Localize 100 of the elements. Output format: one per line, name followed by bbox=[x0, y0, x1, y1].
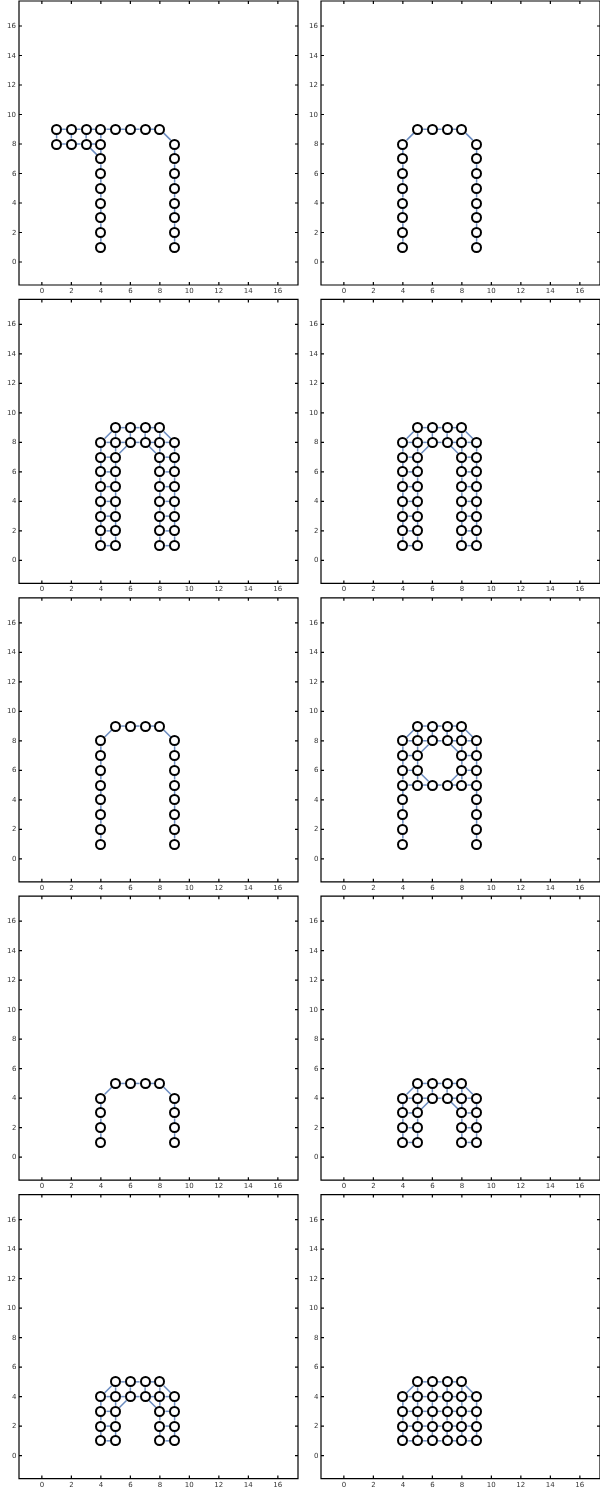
graph-vertex bbox=[412, 540, 424, 552]
edge-line bbox=[135, 725, 141, 727]
edge-line bbox=[120, 725, 126, 727]
edge-line bbox=[114, 520, 117, 527]
edge-line bbox=[61, 143, 67, 145]
edge-line bbox=[114, 432, 117, 438]
edge-line bbox=[163, 1385, 172, 1394]
edge-line bbox=[100, 148, 102, 154]
edge-line bbox=[118, 1399, 128, 1409]
edge-line bbox=[416, 775, 419, 781]
edge-line bbox=[114, 1416, 117, 1422]
edge-line bbox=[475, 222, 478, 228]
edge-line bbox=[402, 760, 404, 766]
edge-line bbox=[407, 500, 413, 503]
edge-line bbox=[407, 485, 413, 488]
edge-line bbox=[461, 1088, 463, 1094]
edge-line bbox=[402, 1401, 404, 1407]
edge-line bbox=[173, 834, 176, 840]
graph-vertex bbox=[110, 1435, 122, 1447]
graph-vertex bbox=[154, 1420, 166, 1432]
graph-vertex bbox=[95, 779, 107, 791]
graph-vertex bbox=[426, 1092, 438, 1104]
graph-vertex bbox=[397, 750, 409, 762]
edge-line bbox=[466, 1097, 472, 1099]
edge-line bbox=[416, 535, 419, 541]
edge-line bbox=[402, 1430, 404, 1437]
graph-vertex bbox=[154, 525, 166, 537]
graph-vertex bbox=[124, 1391, 136, 1403]
graph-vertex bbox=[412, 466, 424, 478]
graph-vertex bbox=[95, 764, 107, 776]
graph-vertex bbox=[95, 525, 107, 537]
edge-line bbox=[159, 476, 161, 482]
edge-line bbox=[466, 740, 472, 742]
graph-vertex bbox=[397, 495, 409, 507]
edge-line bbox=[466, 544, 472, 547]
graph-vertex bbox=[456, 525, 468, 537]
edge-line bbox=[407, 471, 413, 473]
graph-vertex bbox=[412, 735, 424, 747]
edge-line bbox=[407, 1141, 413, 1144]
edge-line bbox=[159, 535, 161, 541]
edge-line bbox=[407, 1425, 413, 1427]
graph-vertex bbox=[169, 525, 181, 537]
edge-line bbox=[90, 143, 97, 145]
graph-vertex bbox=[95, 138, 107, 150]
edge-line bbox=[402, 775, 404, 781]
edge-line bbox=[173, 775, 176, 781]
graph-vertex bbox=[110, 720, 122, 732]
edge-line bbox=[164, 1440, 170, 1442]
edge-line bbox=[100, 760, 102, 766]
edge-line bbox=[120, 1381, 126, 1383]
edge-line bbox=[159, 432, 161, 438]
graph-vertex bbox=[412, 495, 424, 507]
edge-line bbox=[173, 237, 176, 243]
edge-line bbox=[173, 1416, 176, 1422]
graph-vertex bbox=[397, 182, 409, 194]
edge-line bbox=[159, 491, 161, 497]
graph-vertex bbox=[456, 1405, 468, 1417]
edge-line bbox=[120, 128, 126, 130]
graph-vertex bbox=[471, 1122, 483, 1134]
edge-line bbox=[402, 148, 404, 154]
edge-line bbox=[159, 1386, 161, 1392]
edge-line bbox=[164, 544, 170, 547]
graph-vertex bbox=[412, 779, 424, 791]
graph-vertex bbox=[426, 1391, 438, 1403]
graph-vertex bbox=[471, 838, 483, 850]
graph-vertex bbox=[456, 422, 468, 434]
edge-line bbox=[461, 432, 463, 438]
graph-vertex bbox=[154, 1077, 166, 1089]
edge-line bbox=[437, 740, 443, 742]
edge-line bbox=[402, 193, 404, 199]
edge-line bbox=[451, 426, 458, 429]
graph-vertex bbox=[139, 123, 151, 135]
graph-vertex bbox=[397, 138, 409, 150]
edge-line bbox=[149, 441, 156, 444]
graph-vertex bbox=[426, 123, 438, 135]
graph-vertex bbox=[456, 720, 468, 732]
edge-line bbox=[55, 134, 58, 140]
edge-line bbox=[105, 1425, 111, 1427]
graph-vertex bbox=[169, 481, 181, 493]
edge-line bbox=[164, 441, 170, 444]
graph-vertex bbox=[154, 436, 166, 448]
edge-line bbox=[173, 476, 176, 482]
graph-vertex bbox=[456, 1077, 468, 1089]
edge-line bbox=[466, 1141, 472, 1144]
edge-line bbox=[407, 754, 413, 757]
edge-line bbox=[446, 432, 448, 438]
edge-line bbox=[114, 1386, 117, 1392]
edge-line bbox=[422, 1082, 428, 1085]
graph-vertex bbox=[169, 1136, 181, 1148]
edge-line bbox=[100, 134, 102, 140]
edge-line bbox=[475, 461, 478, 468]
edge-line bbox=[475, 775, 478, 781]
edge-line bbox=[120, 1395, 126, 1398]
edge-line bbox=[120, 426, 126, 429]
graph-vertex bbox=[95, 1405, 107, 1417]
graph-vertex bbox=[110, 540, 122, 552]
edge-line bbox=[173, 506, 176, 512]
edge-line bbox=[135, 426, 141, 429]
edge-line bbox=[451, 725, 458, 727]
edge-line bbox=[173, 491, 176, 497]
